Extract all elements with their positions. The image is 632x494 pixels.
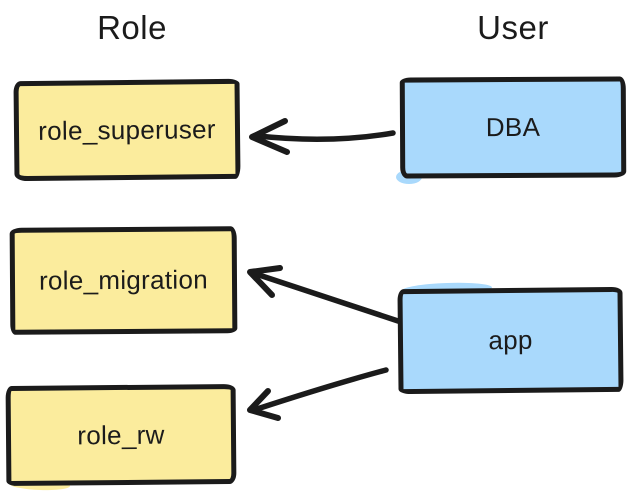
node-label: app [488,324,533,356]
column-heading-role: Role [97,9,167,46]
node-label: role_rw [77,419,165,450]
node-user-app: app [397,286,624,395]
arrow-app-to-role-rw [247,367,389,421]
node-role-superuser: role_superuser [13,78,241,182]
node-label: role_migration [38,264,209,296]
node-user-dba: DBA [399,76,627,179]
node-label: DBA [485,111,541,143]
node-role-migration: role_migration [9,226,238,335]
column-heading-user: User [477,9,549,46]
node-role-rw: role_rw [5,383,237,487]
arrow-dba-to-role-superuser [249,118,396,155]
node-label: role_superuser [38,113,216,146]
arrow-app-to-role-migration [247,265,401,324]
